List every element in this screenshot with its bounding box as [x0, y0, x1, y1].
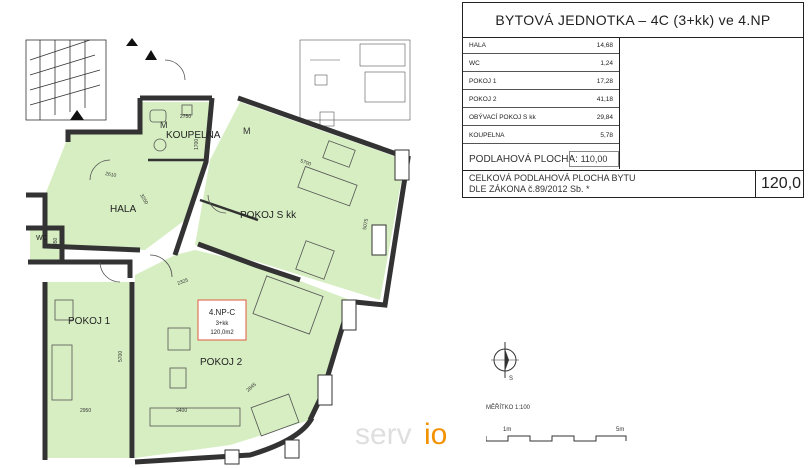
dimension-label: 5075	[362, 218, 370, 230]
walls	[26, 95, 411, 460]
table-row: POKOJ 2 41,18	[463, 92, 619, 108]
room-label-hala: HALA	[110, 204, 136, 215]
unit-tag-type: 3+kk	[216, 321, 230, 327]
table-row: KOUPELNA 5,78	[463, 128, 619, 144]
table-row: WC 1,24	[463, 56, 619, 72]
floor-plan: 2750 1700 2610 3250 5700 5075 2325 5700 …	[25, 38, 447, 465]
furniture	[51, 104, 358, 437]
row-value: 29,84	[596, 114, 613, 121]
table-row: HALA 14,68	[463, 38, 619, 54]
row-value: 17,28	[596, 78, 613, 85]
neighbour-rooms	[299, 39, 411, 127]
dimension-label: 850	[53, 237, 59, 246]
floor-area-label: PODLAHOVÁ PLOCHA:	[469, 154, 578, 165]
total-area-label-line2: DLE ZÁKONA č.89/2012 Sb. *	[469, 184, 590, 194]
scale-tick-5m: 5m	[616, 427, 625, 433]
dimension-label: 5700	[299, 158, 312, 168]
room-pokoj-s-kk	[195, 102, 405, 300]
room-koupelna	[140, 102, 212, 160]
total-area-label-line1: CELKOVÁ PODLAHOVÁ PLOCHA BYTU	[469, 173, 636, 183]
unit-tag-area: 120,0m2	[210, 330, 234, 336]
room-label-wc: WC	[36, 235, 48, 242]
row-label: HALA	[469, 42, 486, 49]
window-piers	[224, 149, 410, 465]
total-area-value: 120,0	[761, 175, 802, 192]
door-swings	[89, 59, 227, 283]
entrance-marker	[126, 38, 138, 46]
svg-text:io: io	[424, 418, 447, 451]
table-row: OBÝVACÍ POKOJ S kk 29,84	[463, 110, 619, 126]
unit-tag	[197, 299, 247, 341]
room-label-pokoj2: POKOJ 2	[200, 357, 243, 368]
room-pokoj1	[45, 282, 132, 458]
dimension-label: 1700	[194, 139, 200, 150]
fixture-letter: M	[243, 126, 251, 136]
dimension-label: 3250	[138, 193, 149, 206]
table-title: BYTOVÁ JEDNOTKA – 4C (3+kk) ve 4.NP	[463, 3, 803, 38]
room-hala	[45, 132, 208, 250]
scale-label: MĚŘÍTKO 1:100	[486, 405, 531, 411]
room-label-pokoj-s-kk: POKOJ S kk	[240, 210, 297, 221]
entrance-marker	[145, 50, 157, 60]
entrance-marker	[70, 110, 84, 120]
floor-area-row: PODLAHOVÁ PLOCHA: 110,00	[463, 148, 803, 171]
row-value: 5,78	[600, 132, 613, 139]
room-label-koupelna: KOUPELNA	[166, 130, 221, 141]
north-arrow	[491, 342, 519, 378]
row-value: 41,18	[596, 96, 613, 103]
dimension-label: 2950	[80, 408, 91, 414]
total-area-row: CELKOVÁ PODLAHOVÁ PLOCHA BYTU DLE ZÁKONA…	[463, 171, 803, 198]
unit-tag-code: 4.NP-C	[209, 308, 235, 317]
scale-tick-1m: 1m	[503, 427, 512, 433]
room-pokoj2	[135, 250, 350, 458]
room-label-pokoj1: POKOJ 1	[68, 316, 111, 327]
table-row: POKOJ 1 17,28	[463, 74, 619, 90]
stair-area	[25, 39, 107, 121]
floor-area-value: 110,00	[569, 151, 619, 167]
row-value: 1,24	[600, 60, 613, 67]
svg-text:serv: serv	[355, 418, 412, 451]
table-divider	[619, 37, 620, 169]
total-divider	[755, 171, 756, 198]
row-value: 14,68	[596, 42, 613, 49]
row-label: KOUPELNA	[469, 132, 505, 139]
dimension-label: 2845	[245, 382, 258, 394]
compass-label: S	[509, 376, 514, 382]
area-table: BYTOVÁ JEDNOTKA – 4C (3+kk) ve 4.NP HALA…	[462, 2, 804, 198]
scale-bar	[486, 435, 627, 442]
row-label: WC	[469, 60, 480, 67]
row-label: POKOJ 1	[469, 78, 497, 85]
fixture-letter: M	[160, 120, 168, 130]
dimension-label: 5700	[118, 351, 124, 362]
row-label: POKOJ 2	[469, 96, 497, 103]
row-label: OBÝVACÍ POKOJ S kk	[469, 114, 536, 121]
dimension-label: 2610	[105, 171, 117, 179]
dimension-label: 2325	[177, 277, 190, 287]
servia-logo: serv io	[355, 418, 447, 451]
dimension-label: 3400	[176, 408, 187, 414]
dimension-label: 2750	[180, 114, 191, 120]
